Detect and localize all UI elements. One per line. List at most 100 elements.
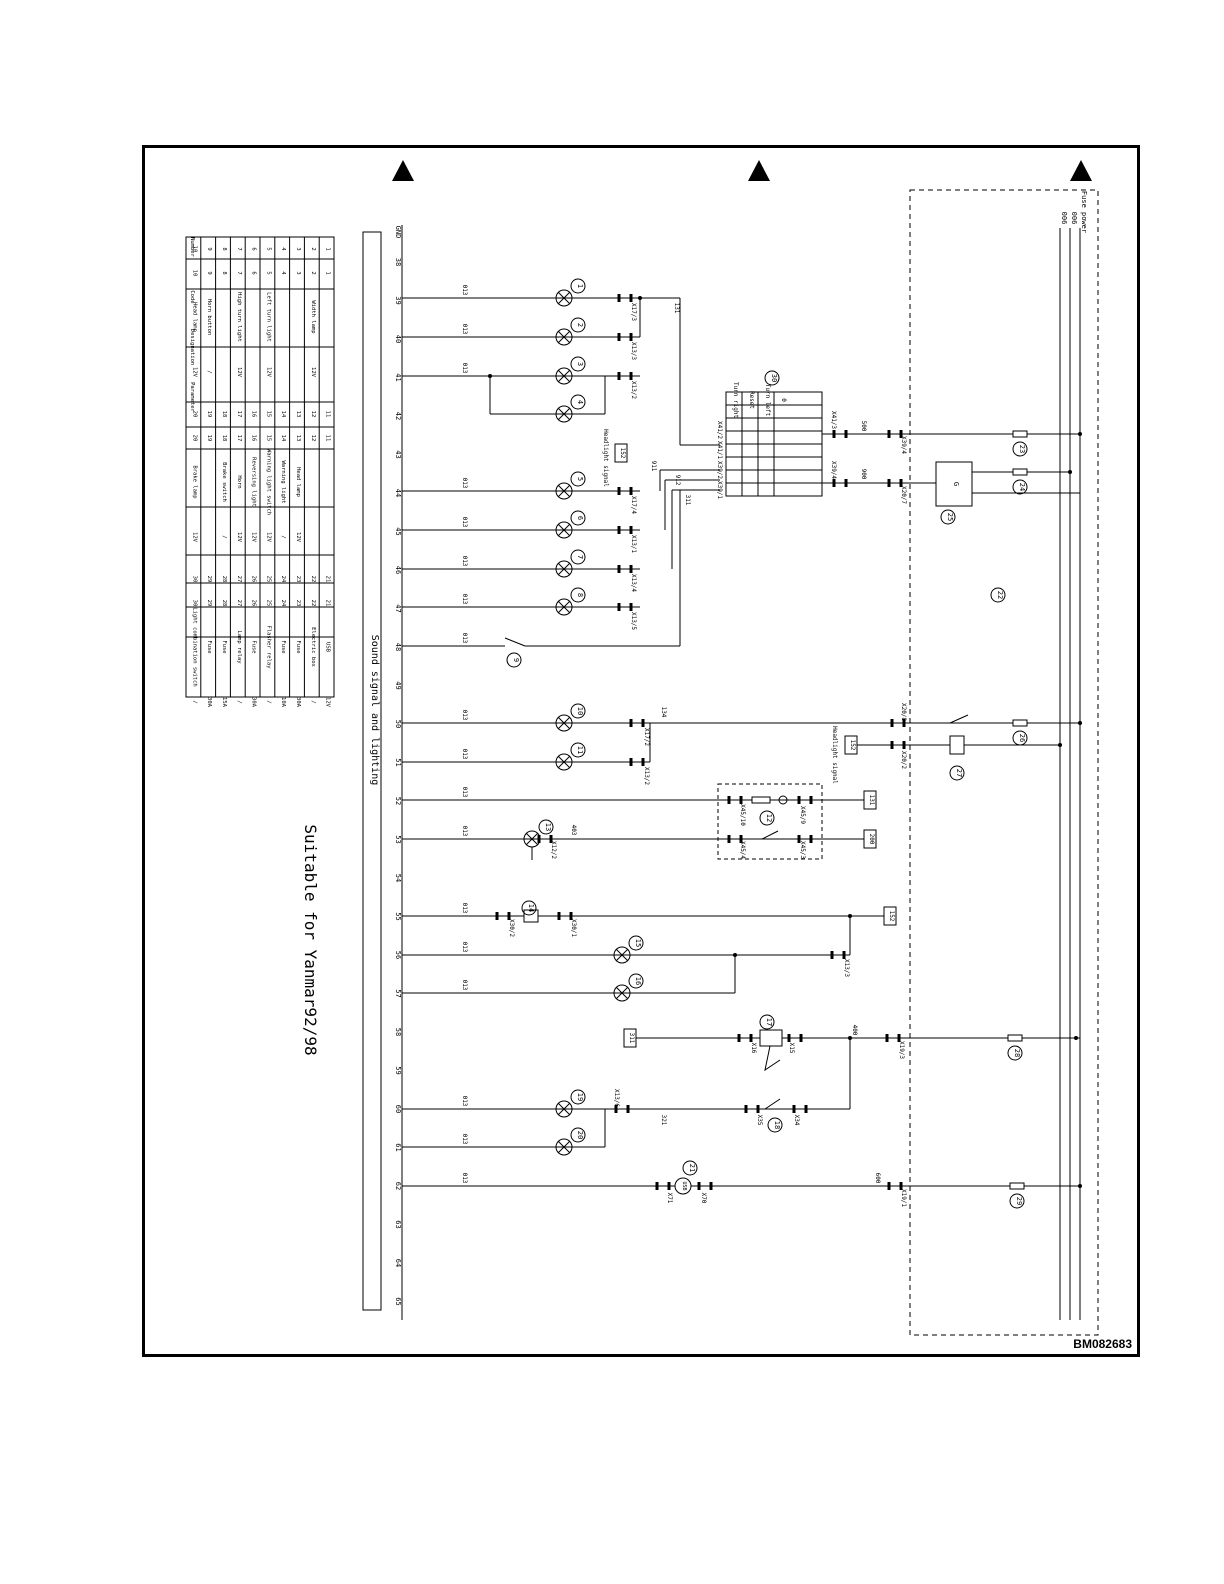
connector-label: X45/4 <box>739 841 746 859</box>
lamp-icon <box>557 1140 571 1154</box>
table-cell: 11 <box>325 435 331 442</box>
table-cell: 18 <box>221 435 227 442</box>
line-number: 59 <box>394 1066 402 1074</box>
connector-label: X19/3 <box>898 1041 905 1059</box>
wire-label: 911 <box>650 461 657 472</box>
table-cell: 29 <box>206 576 212 583</box>
table-cell: 26 <box>251 600 257 607</box>
table-cell: 12V <box>191 367 197 378</box>
table-cell: 26 <box>251 576 257 583</box>
switch-icon <box>504 637 526 647</box>
line-number: 38 <box>394 258 402 266</box>
drawing-frame <box>142 145 1140 1357</box>
lamp-icon <box>557 291 571 305</box>
connector-label: X17/2 <box>643 728 650 746</box>
electric-box-outline <box>909 189 1099 1336</box>
table-cell: Left turn light <box>265 292 271 342</box>
table-cell: 9 <box>206 271 212 274</box>
line-number: 53 <box>394 835 402 843</box>
line-number: 42 <box>394 412 402 420</box>
table-cell: / <box>280 535 286 538</box>
lamp-icon <box>555 367 573 385</box>
table-cell: Warning light switch <box>265 449 271 515</box>
table-cell: 12V <box>251 532 257 543</box>
lamp-icon <box>557 562 571 576</box>
circuit-group: 1013X17/32013X13/33013X13/25013X17/46013… <box>200 237 1082 1209</box>
line-number: 56 <box>394 951 402 959</box>
line-number: 47 <box>394 604 402 612</box>
lamp-icon <box>615 986 629 1000</box>
component-number: 25 <box>946 513 954 521</box>
connector-label: X15 <box>788 1043 795 1054</box>
component-number-badge <box>570 471 586 487</box>
lamp-icon <box>557 523 571 537</box>
line-number: 51 <box>394 758 402 766</box>
table-cell: 7 <box>236 247 242 250</box>
table-cell: 30 <box>191 576 197 583</box>
subtitle-box <box>362 231 382 1311</box>
table-cell: 23 <box>295 576 301 583</box>
table-cell: 25 <box>265 576 271 583</box>
table-cell: 21 <box>325 600 331 607</box>
lamp-icon <box>557 755 571 769</box>
connector-label: X41/3 <box>830 411 837 429</box>
table-cell: 12V <box>265 367 271 378</box>
bus-label: Fuse power <box>1080 191 1088 233</box>
bus-label: 006 <box>1070 212 1078 225</box>
component-number-badge <box>506 652 522 668</box>
wire-label: 134 <box>660 707 667 718</box>
lamp-icon <box>555 328 573 346</box>
line-number: 49 <box>394 681 402 689</box>
component-number: 11 <box>576 746 584 754</box>
signal-label: Headlight signal <box>831 726 838 784</box>
lamp-icon <box>557 600 571 614</box>
component-number: 9 <box>512 658 520 662</box>
component-number-badge <box>759 1014 775 1030</box>
wire-label: 013 <box>461 594 468 605</box>
line-number: 64 <box>394 1259 402 1267</box>
table-cell: 15 <box>265 411 271 418</box>
lamp-icon <box>555 289 573 307</box>
lamp-icon <box>557 484 571 498</box>
connector-label: X70 <box>700 1193 707 1204</box>
table-cell: 27 <box>236 576 242 583</box>
component-number-badge <box>570 703 586 719</box>
table-cell: 12 <box>310 435 316 442</box>
component-number: 17 <box>765 1018 773 1026</box>
table-cell: 9 <box>206 247 212 250</box>
table-cell: 14 <box>280 411 286 418</box>
component-number: 2 <box>576 323 584 327</box>
table-header: Designation <box>189 329 195 365</box>
table-cell: Width lamp <box>310 300 316 333</box>
table-cell: / <box>221 535 227 538</box>
table-cell: / <box>236 700 242 703</box>
connector-label: X12/2 <box>550 841 557 859</box>
table-cell: 30 <box>191 600 197 607</box>
table-cell: 12 <box>310 411 316 418</box>
lamp-icon <box>613 946 631 964</box>
connector-label: X34 <box>793 1115 800 1126</box>
component-number-badge <box>538 819 554 835</box>
lamp-icon <box>557 330 571 344</box>
component-number: 28 <box>1013 1049 1021 1057</box>
table-cell: USB <box>325 642 331 653</box>
component-number: 24 <box>1018 483 1026 491</box>
table-cell: 8 <box>221 247 227 250</box>
table-cell: 22 <box>310 600 316 607</box>
connector-label: X45/3 <box>799 841 806 859</box>
table-cell: 12V <box>236 367 242 378</box>
line-number: 60 <box>394 1105 402 1113</box>
reference-label: 131 <box>868 795 875 806</box>
drawing-title: Suitable for Yanmar92/98 <box>301 824 320 1055</box>
table-cell: / <box>206 370 212 373</box>
lamp-icon <box>557 716 571 730</box>
table-cell: 12V <box>191 532 197 543</box>
table-cell: Lamp relay <box>236 630 242 664</box>
wire-label: 500 <box>860 421 867 432</box>
line-number: 43 <box>394 450 402 458</box>
component-number-badge <box>990 587 1006 603</box>
component-number-badge <box>682 1160 698 1176</box>
component-number: 6 <box>576 516 584 520</box>
relay-label: G <box>952 482 960 486</box>
component-number: 15 <box>634 939 642 947</box>
